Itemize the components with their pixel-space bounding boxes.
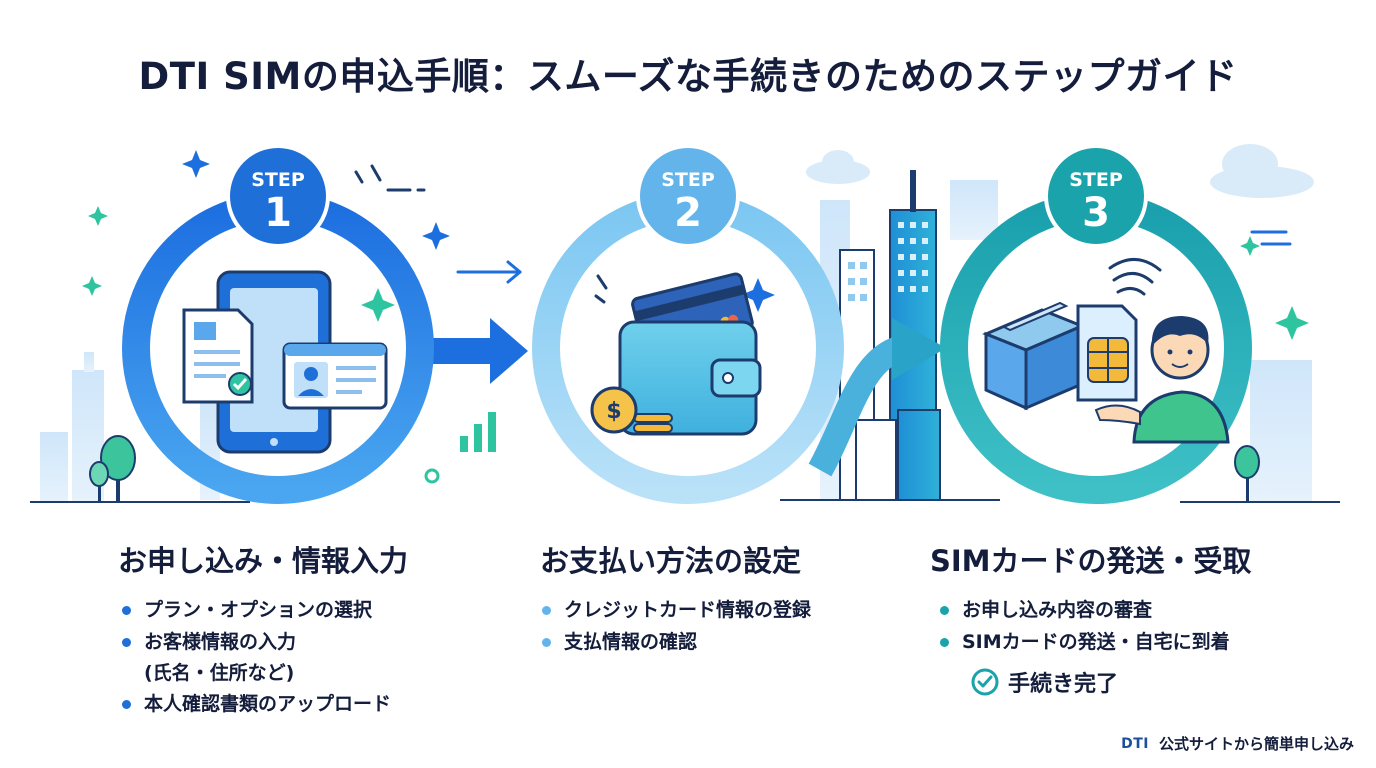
bar-chart-icon xyxy=(460,412,496,452)
list-item: プラン・オプションの選択 xyxy=(120,594,391,626)
connector-arrow-2-3 xyxy=(808,318,946,477)
cloud-icon xyxy=(806,144,1314,198)
list-item: SIMカードの発送・自宅に到着 xyxy=(938,626,1230,658)
check-circle-icon xyxy=(971,668,999,696)
svg-text:1: 1 xyxy=(264,190,292,236)
step-1-list: プラン・オプションの選択 お客様情報の入力(氏名・住所など) 本人確認書類のアッ… xyxy=(120,594,391,720)
footer-text: 公式サイトから簡単申し込み xyxy=(1158,735,1354,753)
list-item: お申し込み内容の審査 xyxy=(938,594,1230,626)
dot-icon xyxy=(424,468,440,484)
list-item: クレジットカード情報の登録 xyxy=(540,594,811,626)
svg-text:$: $ xyxy=(606,399,621,424)
bullet-icon xyxy=(940,606,949,615)
arrow-icon xyxy=(456,260,522,284)
list-item-note: (氏名・住所など) xyxy=(144,662,295,684)
decorative-dashes xyxy=(354,164,1292,246)
list-item: 支払情報の確認 xyxy=(540,626,811,658)
step-3-list: お申し込み内容の審査 SIMカードの発送・自宅に到着 xyxy=(938,594,1230,658)
sparkle-icon xyxy=(594,274,608,304)
svg-text:STEP: STEP xyxy=(251,169,305,191)
svg-text:2: 2 xyxy=(674,190,702,236)
person-icon xyxy=(1094,316,1230,444)
step-2-heading: お支払い方法の設定 xyxy=(540,544,802,578)
step-1-heading: お申し込み・情報入力 xyxy=(118,544,409,578)
bullet-icon xyxy=(542,606,551,615)
footer: DTI 公式サイトから簡単申し込み xyxy=(1121,733,1354,754)
city-skyline-right xyxy=(1180,360,1340,503)
wallet-icon xyxy=(618,320,762,436)
bullet-icon xyxy=(940,638,949,647)
page-title: DTI SIMの申込手順：スムーズな手続きのためのステップガイド xyxy=(138,55,1238,98)
sim-card-icon xyxy=(1076,304,1138,402)
step-3-badge: STEP 3 xyxy=(1044,144,1148,248)
step-2-badge: STEP 2 xyxy=(636,144,740,248)
coins-icon: $ xyxy=(590,386,673,434)
bullet-icon xyxy=(122,606,131,615)
city-skyline-left xyxy=(30,352,250,503)
tree-icon xyxy=(89,435,136,502)
step-3-heading: SIMカードの発送・受取 xyxy=(930,544,1252,578)
check-icon xyxy=(228,372,252,396)
bullet-icon xyxy=(122,638,131,647)
dti-logo: DTI xyxy=(1121,735,1149,752)
bullet-icon xyxy=(122,700,131,709)
svg-text:STEP: STEP xyxy=(661,169,715,191)
step-1-badge: STEP 1 xyxy=(226,144,330,248)
signal-icon xyxy=(1108,258,1162,296)
id-card-icon xyxy=(282,342,388,410)
svg-text:3: 3 xyxy=(1082,190,1110,236)
list-item: 本人確認書類のアップロード xyxy=(120,688,391,720)
step-2-list: クレジットカード情報の登録 支払情報の確認 xyxy=(540,594,811,658)
completion-label: 手続き完了 xyxy=(970,666,1118,698)
list-item: お客様情報の入力(氏名・住所など) xyxy=(120,626,391,688)
package-icon xyxy=(982,301,1086,411)
sparkle-icon xyxy=(82,150,1309,340)
completion-text: 手続き完了 xyxy=(1008,672,1119,697)
bullet-icon xyxy=(542,638,551,647)
svg-text:STEP: STEP xyxy=(1069,169,1123,191)
